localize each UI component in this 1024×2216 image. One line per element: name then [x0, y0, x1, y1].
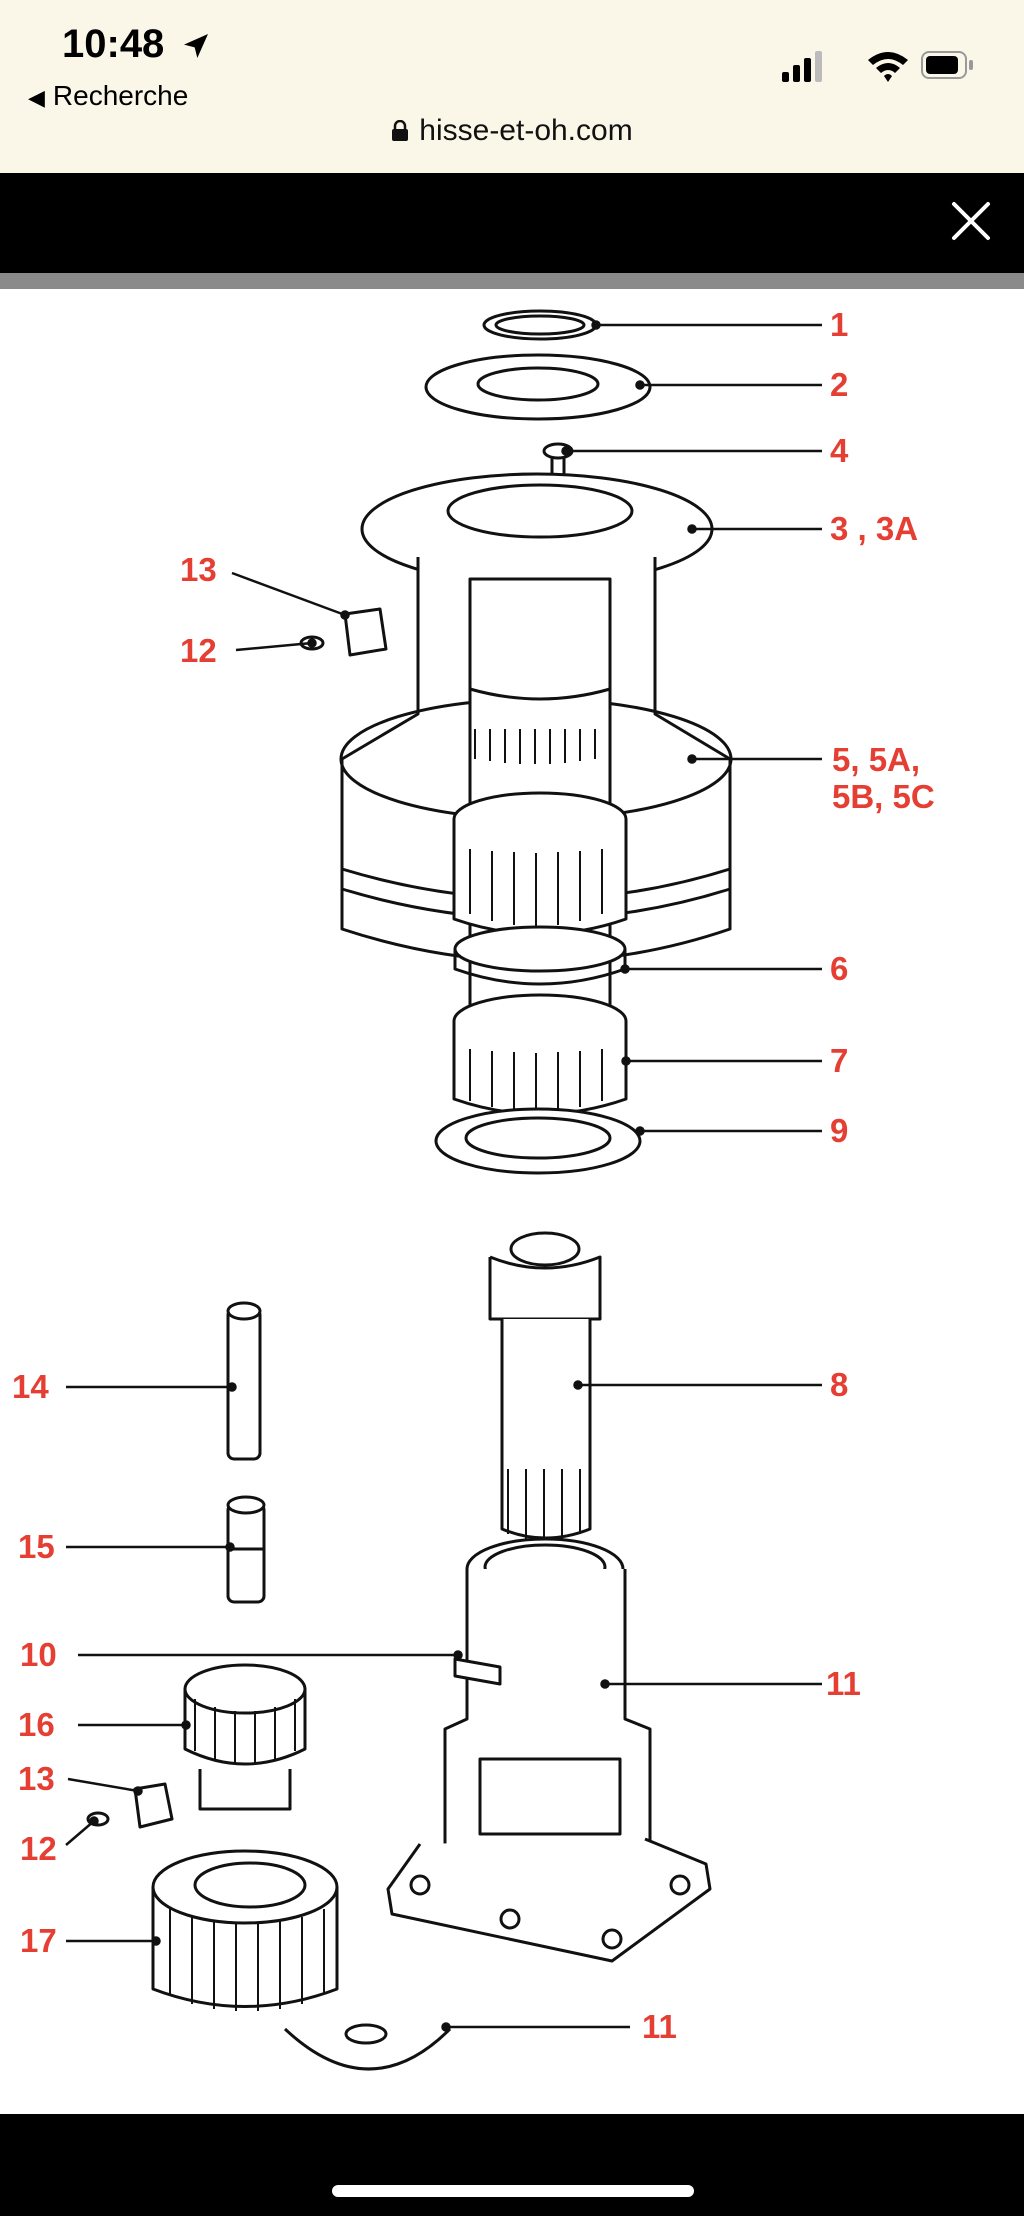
part-pawl-lower — [133, 1782, 174, 1829]
part-small-gear — [183, 1663, 307, 1811]
callout-1: 1 — [830, 306, 849, 343]
location-arrow-icon — [184, 34, 208, 58]
leader-lines — [65, 320, 822, 2032]
part-lower-bearing — [452, 993, 628, 1116]
system-icons — [782, 51, 973, 82]
back-triangle-icon: ◀ — [28, 85, 45, 110]
callout-16: 16 — [18, 1706, 55, 1743]
url-text: hisse-et-oh.com — [419, 114, 633, 147]
callout-2: 2 — [830, 366, 849, 403]
part-top-cap — [360, 472, 714, 586]
callout-3: 3 , 3A — [830, 510, 919, 547]
callout-15: 15 — [18, 1528, 55, 1565]
part-dish — [283, 2023, 452, 2071]
callout-5-line2: 5B, 5C — [832, 778, 935, 815]
callout-13-lower: 13 — [18, 1760, 55, 1797]
callout-14: 14 — [12, 1368, 49, 1405]
wifi-icon — [868, 52, 908, 82]
callout-10: 10 — [20, 1636, 57, 1673]
part-ring — [482, 309, 598, 341]
callout-12-upper: 12 — [180, 632, 217, 669]
part-washer-lower — [434, 1107, 642, 1175]
callout-5-line1: 5, 5A, — [832, 741, 921, 778]
back-to-search-link[interactable]: ◀ Recherche — [28, 80, 188, 112]
status-bar: 10:48 ◀ Recherche hisse-et-oh.com — [0, 0, 1024, 173]
part-washer-top — [424, 353, 652, 421]
callout-11-housing: 11 — [826, 1665, 861, 1702]
part-bushing — [226, 1495, 266, 1604]
clock: 10:48 — [62, 22, 165, 66]
diagram-drawing — [65, 309, 822, 2071]
callout-12-lower: 12 — [20, 1830, 57, 1867]
address-bar[interactable]: hisse-et-oh.com — [0, 114, 1024, 148]
part-base-housing — [386, 1537, 712, 1963]
exploded-parts-diagram: 1 2 4 3 , 3A 13 12 5, 5A, 5B, 5C 6 7 9 1… — [0, 289, 1024, 2114]
cellular-signal-icon — [782, 51, 822, 82]
battery-icon — [921, 51, 973, 79]
callout-8: 8 — [830, 1366, 849, 1403]
callout-6: 6 — [830, 950, 849, 987]
part-shaft — [488, 1231, 602, 1543]
viewer-divider — [0, 273, 1024, 289]
part-spacer-ring — [453, 925, 627, 986]
close-icon[interactable] — [946, 196, 996, 246]
lock-icon — [392, 120, 409, 141]
callout-17: 17 — [20, 1922, 57, 1959]
part-large-gear — [151, 1849, 339, 2011]
part-pawl-upper — [343, 607, 388, 657]
callout-7: 7 — [830, 1042, 849, 1079]
callout-11-dish: 11 — [642, 2008, 677, 2045]
home-indicator[interactable] — [332, 2185, 694, 2197]
callout-4: 4 — [830, 432, 849, 469]
back-label: Recherche — [52, 80, 189, 111]
part-pin-long — [226, 1301, 262, 1461]
viewer-bottom-bar — [0, 2114, 1024, 2216]
callout-13-upper: 13 — [180, 551, 217, 588]
viewer-top-bar — [0, 173, 1024, 273]
callout-9: 9 — [830, 1112, 849, 1149]
